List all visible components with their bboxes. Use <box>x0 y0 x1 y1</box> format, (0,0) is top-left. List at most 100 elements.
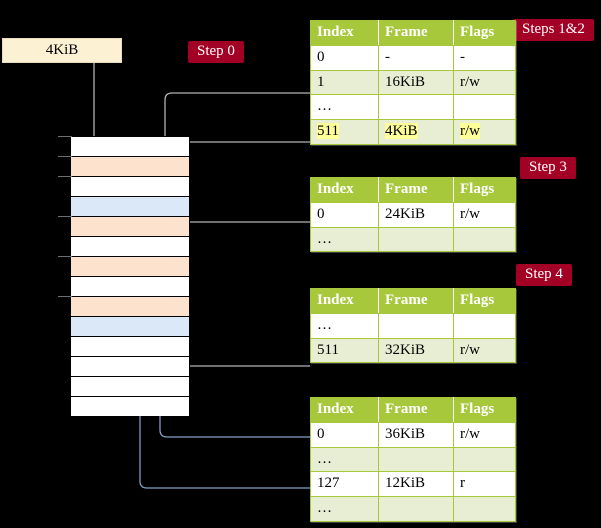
memory-row <box>71 177 189 197</box>
column-header-index: Index <box>310 288 379 314</box>
cell-frame <box>378 226 454 253</box>
table-row: 1 16KiB r/w <box>310 69 516 96</box>
table-header-row: Index Frame Flags <box>310 397 516 423</box>
cell-flags: r/w <box>453 201 516 228</box>
cell-index: 127 <box>310 471 379 497</box>
memory-row <box>71 237 189 257</box>
badge-step-4: Step 4 <box>516 264 572 287</box>
cell-flags <box>453 226 516 253</box>
column-header-flags: Flags <box>453 20 516 46</box>
table-row: 511 32KiB r/w <box>310 337 516 364</box>
cell-index: 0 <box>310 44 379 71</box>
cell-frame: 24KiB <box>378 201 454 228</box>
badge-steps-1-2-label: Steps 1&2 <box>522 21 585 37</box>
memory-row <box>71 157 189 177</box>
source-box: 4KiB <box>2 38 122 63</box>
cell-index: … <box>310 226 379 253</box>
wire-pt4-idx0 <box>153 208 310 438</box>
column-header-flags: Flags <box>453 288 516 314</box>
cell-frame <box>378 312 454 339</box>
physical-memory-column <box>70 136 190 416</box>
page-table-level-1: Index Frame Flags 0 - - 1 16KiB r/w … <box>310 20 516 145</box>
memory-row <box>71 197 189 217</box>
memory-tick <box>58 216 72 217</box>
column-header-frame: Frame <box>378 397 454 423</box>
column-header-index: Index <box>310 397 379 423</box>
cell-frame: 16KiB <box>378 69 454 96</box>
cell-flags <box>453 312 516 339</box>
memory-tick <box>58 296 72 297</box>
cell-flags <box>453 94 516 120</box>
cell-index: 511 <box>310 119 379 145</box>
cell-frame <box>378 94 454 120</box>
badge-step-3: Step 3 <box>520 157 576 180</box>
cell-flags: r/w <box>453 69 516 96</box>
page-table-level-4: Index Frame Flags 0 36KiB r/w … 127 12Ki… <box>310 397 516 522</box>
badge-steps-1-2: Steps 1&2 <box>513 19 594 42</box>
table-row: 0 - - <box>310 44 516 71</box>
table-header-row: Index Frame Flags <box>310 20 516 46</box>
cell-index: … <box>310 94 379 120</box>
cell-index: 0 <box>310 201 379 228</box>
table-row: … <box>310 446 516 473</box>
cell-flags: r/w <box>453 421 516 448</box>
page-table-level-3: Index Frame Flags … 511 32KiB r/w <box>310 288 516 364</box>
cell-index: 1 <box>310 69 379 96</box>
wire-pt1-idx511 <box>178 141 310 250</box>
cell-index: … <box>310 446 379 473</box>
memory-row <box>71 377 189 397</box>
memory-tick <box>58 256 72 257</box>
table-header-row: Index Frame Flags <box>310 288 516 314</box>
cell-flags: r/w <box>453 337 516 364</box>
table-row: … <box>310 312 516 339</box>
column-header-frame: Frame <box>378 20 454 46</box>
memory-tick <box>58 136 72 137</box>
badge-step-0-label: Step 0 <box>197 43 235 59</box>
page-table-level-2: Index Frame Flags 0 24KiB r/w … <box>310 177 516 253</box>
cell-index: 0 <box>310 421 379 448</box>
badge-step-0: Step 0 <box>188 41 244 64</box>
badge-step-4-label: Step 4 <box>525 266 563 282</box>
cell-index: 511 <box>310 337 379 364</box>
cell-flags: r <box>453 471 516 497</box>
table-row: 0 24KiB r/w <box>310 201 516 228</box>
highlighted-value: 511 <box>317 123 339 139</box>
cell-flags: - <box>453 44 516 71</box>
wire-pt4-idx127 <box>133 326 310 489</box>
cell-index: … <box>310 496 379 522</box>
memory-row <box>71 217 189 237</box>
highlighted-value: r/w <box>460 123 480 139</box>
cell-frame: 4KiB <box>378 119 454 145</box>
table-row: … <box>310 94 516 120</box>
memory-row <box>71 257 189 277</box>
memory-tick <box>58 176 72 177</box>
source-box-label: 4KiB <box>45 42 79 58</box>
memory-row <box>71 337 189 357</box>
table-header-row: Index Frame Flags <box>310 177 516 203</box>
memory-row <box>71 317 189 337</box>
memory-row <box>71 137 189 157</box>
table-row: … <box>310 226 516 253</box>
badge-step-3-label: Step 3 <box>529 159 567 175</box>
table-row: 0 36KiB r/w <box>310 421 516 448</box>
memory-row <box>71 297 189 317</box>
cell-flags <box>453 496 516 522</box>
memory-row <box>71 357 189 377</box>
cell-frame <box>378 446 454 473</box>
memory-row <box>71 277 189 297</box>
table-row: 127 12KiB r <box>310 471 516 497</box>
memory-row <box>71 397 189 416</box>
column-header-frame: Frame <box>378 288 454 314</box>
wire-pt3-idx511 <box>172 314 310 367</box>
column-header-flags: Flags <box>453 177 516 203</box>
highlighted-value: 4KiB <box>385 123 418 139</box>
column-header-flags: Flags <box>453 397 516 423</box>
wire-pt1-idx1 <box>164 92 310 159</box>
cell-flags: r/w <box>453 119 516 145</box>
cell-frame: 12KiB <box>378 471 454 497</box>
column-header-index: Index <box>310 20 379 46</box>
cell-flags <box>453 446 516 473</box>
cell-frame: 36KiB <box>378 421 454 448</box>
table-row: 511 4KiB r/w <box>310 119 516 145</box>
